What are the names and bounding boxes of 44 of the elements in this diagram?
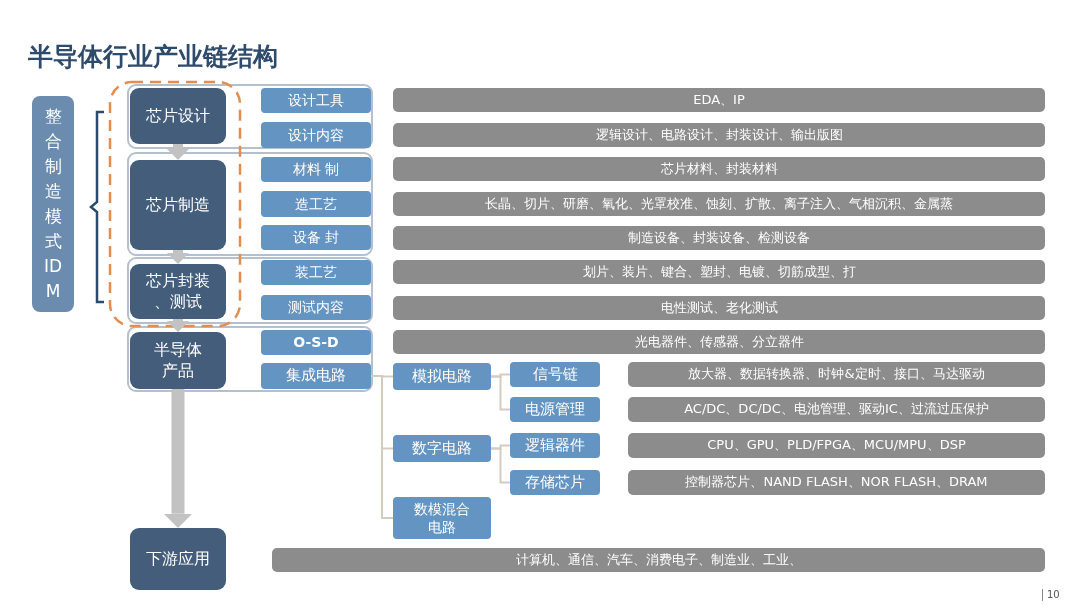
stage-box: 芯片设计 (130, 88, 226, 144)
category-box: 集成电路 (261, 363, 371, 389)
page-number: 10 (1042, 589, 1060, 601)
category-box: 测试内容 (261, 295, 371, 320)
block-arrow (167, 319, 189, 332)
category-box: 存储芯片 (510, 470, 600, 495)
detail-bar: 控制器芯片、NAND FLASH、NOR FLASH、DRAM (628, 470, 1045, 495)
category-box: 电源管理 (510, 397, 600, 422)
category-box: 设计工具 (261, 88, 371, 113)
detail-bar: 芯片材料、封装材料 (393, 157, 1045, 181)
stage-box: 芯片制造 (130, 160, 226, 250)
block-arrow (167, 250, 189, 264)
category-box: 逻辑器件 (510, 433, 600, 458)
block-arrow (167, 144, 189, 160)
category-box: 材料 制 (261, 157, 371, 182)
stage-box: 半导体产品 (130, 332, 226, 389)
detail-bar: 逻辑设计、电路设计、封装设计、输出版图 (393, 123, 1045, 147)
connector-line (370, 375, 394, 519)
category-box: 设备 封 (261, 225, 371, 250)
side-box: 整合制造模式IDM (32, 96, 74, 312)
connector-line (490, 375, 511, 411)
stage-box: 芯片封装、测试 (130, 264, 226, 319)
category-box: 模拟电路 (393, 363, 491, 390)
stage-box: 下游应用 (130, 528, 226, 590)
detail-bar: 制造设备、封装设备、检测设备 (393, 226, 1045, 250)
detail-bar: AC/DC、DC/DC、电池管理、驱动IC、过流过压保护 (628, 397, 1045, 422)
detail-bar: 长晶、切片、研磨、氧化、光罩校准、蚀刻、扩散、离子注入、气相沉积、金属蒸 (393, 192, 1045, 216)
category-box: 设计内容 (261, 122, 371, 148)
detail-bar: 电性测试、老化测试 (393, 296, 1045, 320)
block-arrow (163, 389, 193, 528)
detail-bar: 划片、装片、键合、塑封、电镀、切筋成型、打 (393, 260, 1045, 284)
category-box: 信号链 (510, 362, 600, 387)
category-box: 装工艺 (261, 260, 371, 285)
title: 半导体行业产业链结构 (28, 41, 278, 73)
detail-bar: CPU、GPU、PLD/FPGA、MCU/MPU、DSP (628, 433, 1045, 458)
detail-bar: 光电器件、传感器、分立器件 (393, 330, 1045, 354)
category-box: 造工艺 (261, 191, 371, 217)
category-box: 数模混合电路 (393, 497, 491, 539)
detail-bar: 计算机、通信、汽车、消费电子、制造业、工业、 (272, 548, 1045, 572)
connector-line (490, 447, 511, 484)
detail-bar: EDA、IP (393, 88, 1045, 112)
category-box: 数字电路 (393, 435, 491, 462)
detail-bar: 放大器、数据转换器、时钟&定时、接口、马达驱动 (628, 362, 1045, 387)
category-box: O-S-D (261, 330, 371, 355)
